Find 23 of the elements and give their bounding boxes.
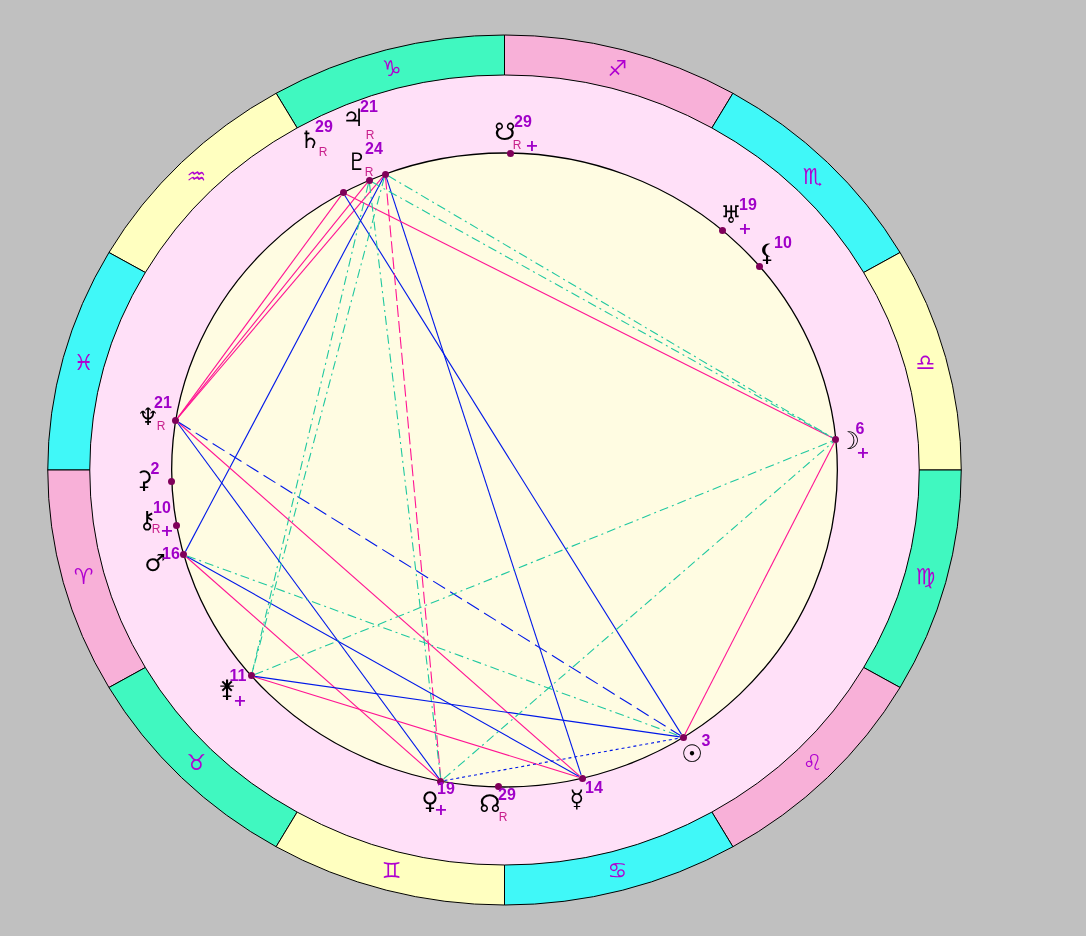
zodiac-sign-symbol: ♋ <box>607 859 628 882</box>
plus-sign: + <box>856 445 870 461</box>
degree-number: 21 <box>154 395 172 411</box>
retrograde-mark: R <box>512 139 522 151</box>
degree-number: 2 <box>150 461 160 477</box>
plus-sign: + <box>160 523 174 539</box>
retrograde-mark: R <box>156 420 166 432</box>
zodiac-sign-symbol: ♓ <box>73 351 94 374</box>
plus-sign: + <box>525 138 539 154</box>
retrograde-mark: R <box>365 129 375 141</box>
zodiac-sign-symbol: ♎ <box>915 351 936 374</box>
degree-number: 29 <box>514 114 532 130</box>
zodiac-sign-symbol: ♊ <box>381 859 402 882</box>
retrograde-mark: R <box>498 811 508 823</box>
zodiac-sign-symbol: ♑ <box>381 58 402 81</box>
zodiac-sign-symbol: ♐ <box>607 58 628 81</box>
planet-symbol: ♂ <box>144 551 166 575</box>
degree-number: 29 <box>498 787 516 803</box>
planet-symbol: ☿ <box>569 787 585 811</box>
plus-sign: + <box>434 802 448 818</box>
zodiac-sign-symbol: ♍ <box>915 566 936 589</box>
zodiac-sign-symbol: ♈ <box>73 566 94 589</box>
degree-number: 10 <box>153 500 171 516</box>
